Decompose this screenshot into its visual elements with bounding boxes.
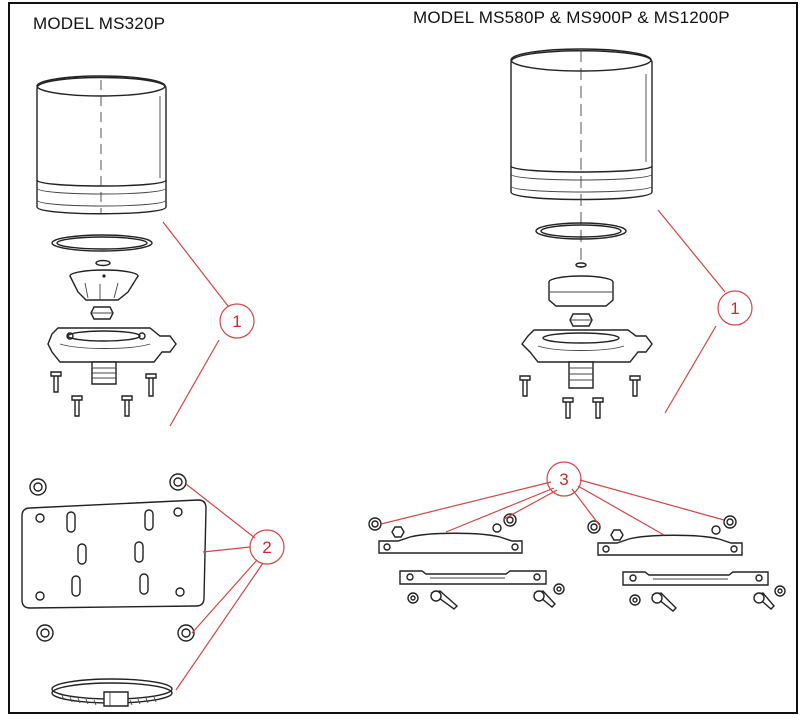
callout-3: 3 <box>546 461 582 497</box>
right-filter-cap <box>548 275 614 307</box>
left-filter-head <box>47 327 177 385</box>
right-mounting-screws <box>519 375 641 419</box>
diagram-frame <box>8 2 798 714</box>
left-mounting-screws <box>50 371 157 417</box>
title-model-ms320p: MODEL MS320P <box>33 14 166 33</box>
right-filter-head <box>521 329 653 389</box>
callout-2-label: 2 <box>262 538 271 557</box>
callout-1-right: 1 <box>717 290 753 326</box>
callout-1-left-label: 1 <box>232 312 241 331</box>
left-filter-bowl <box>36 75 167 215</box>
plate-grommets <box>29 473 195 642</box>
left-small-washer <box>95 259 111 267</box>
right-filter-bowl <box>510 48 653 268</box>
bracket-kit-left <box>368 513 565 610</box>
bracket-kit-right <box>587 515 786 612</box>
right-o-ring <box>535 222 627 240</box>
callout-1-left: 1 <box>219 303 255 339</box>
callout-3-label: 3 <box>559 470 568 489</box>
left-nut <box>90 306 114 320</box>
mounting-plate <box>21 499 207 609</box>
right-nut <box>569 313 593 327</box>
left-o-ring <box>51 234 153 252</box>
callout-2: 2 <box>249 529 285 565</box>
hose-clamp <box>51 678 173 707</box>
title-model-ms580p-ms900p-ms1200p: MODEL MS580P & MS900P & MS1200P <box>413 8 730 27</box>
callout-1-right-label: 1 <box>730 299 739 318</box>
leader-lines <box>162 209 726 691</box>
left-filter-cap <box>69 269 139 301</box>
right-small-washer <box>575 262 587 268</box>
